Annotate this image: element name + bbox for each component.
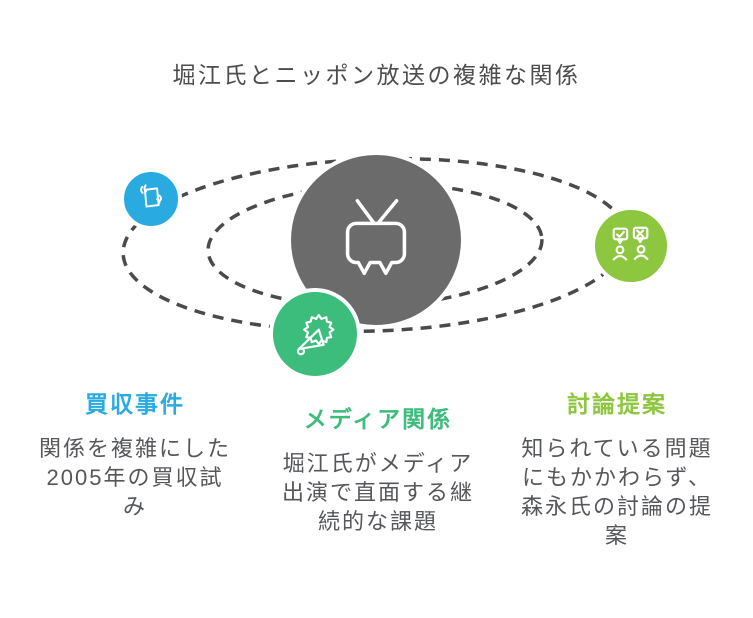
debate-column: 討論提案 知られている問題にもかかわらず、森永氏の討論の提案 xyxy=(517,390,717,550)
acquisition-node xyxy=(120,168,182,230)
debate-people-icon xyxy=(607,222,655,270)
acquisition-description: 関係を複雑にした2005年の買収試み xyxy=(38,436,231,519)
orbit-inner xyxy=(206,182,544,308)
media-label: メディア関係 xyxy=(303,406,453,432)
media-node xyxy=(269,288,361,380)
media-description: 堀江氏がメディア出演で直面する継続的な課題 xyxy=(281,451,474,534)
debate-node xyxy=(591,206,671,286)
takeover-hands-icon xyxy=(132,180,170,218)
page-title: 堀江氏とニッポン放送の複雑な関係 xyxy=(172,62,581,88)
acquisition-column: 買収事件 関係を複雑にした2005年の買収試み xyxy=(35,390,235,521)
debate-label: 討論提案 xyxy=(567,391,667,417)
tv-icon xyxy=(325,191,427,289)
acquisition-label: 買収事件 xyxy=(85,391,185,417)
debate-description: 知られている問題にもかかわらず、森永氏の討論の提案 xyxy=(520,436,713,548)
media-column: メディア関係 堀江氏がメディア出演で直面する継続的な課題 xyxy=(278,405,478,536)
megaphone-icon xyxy=(288,307,342,361)
